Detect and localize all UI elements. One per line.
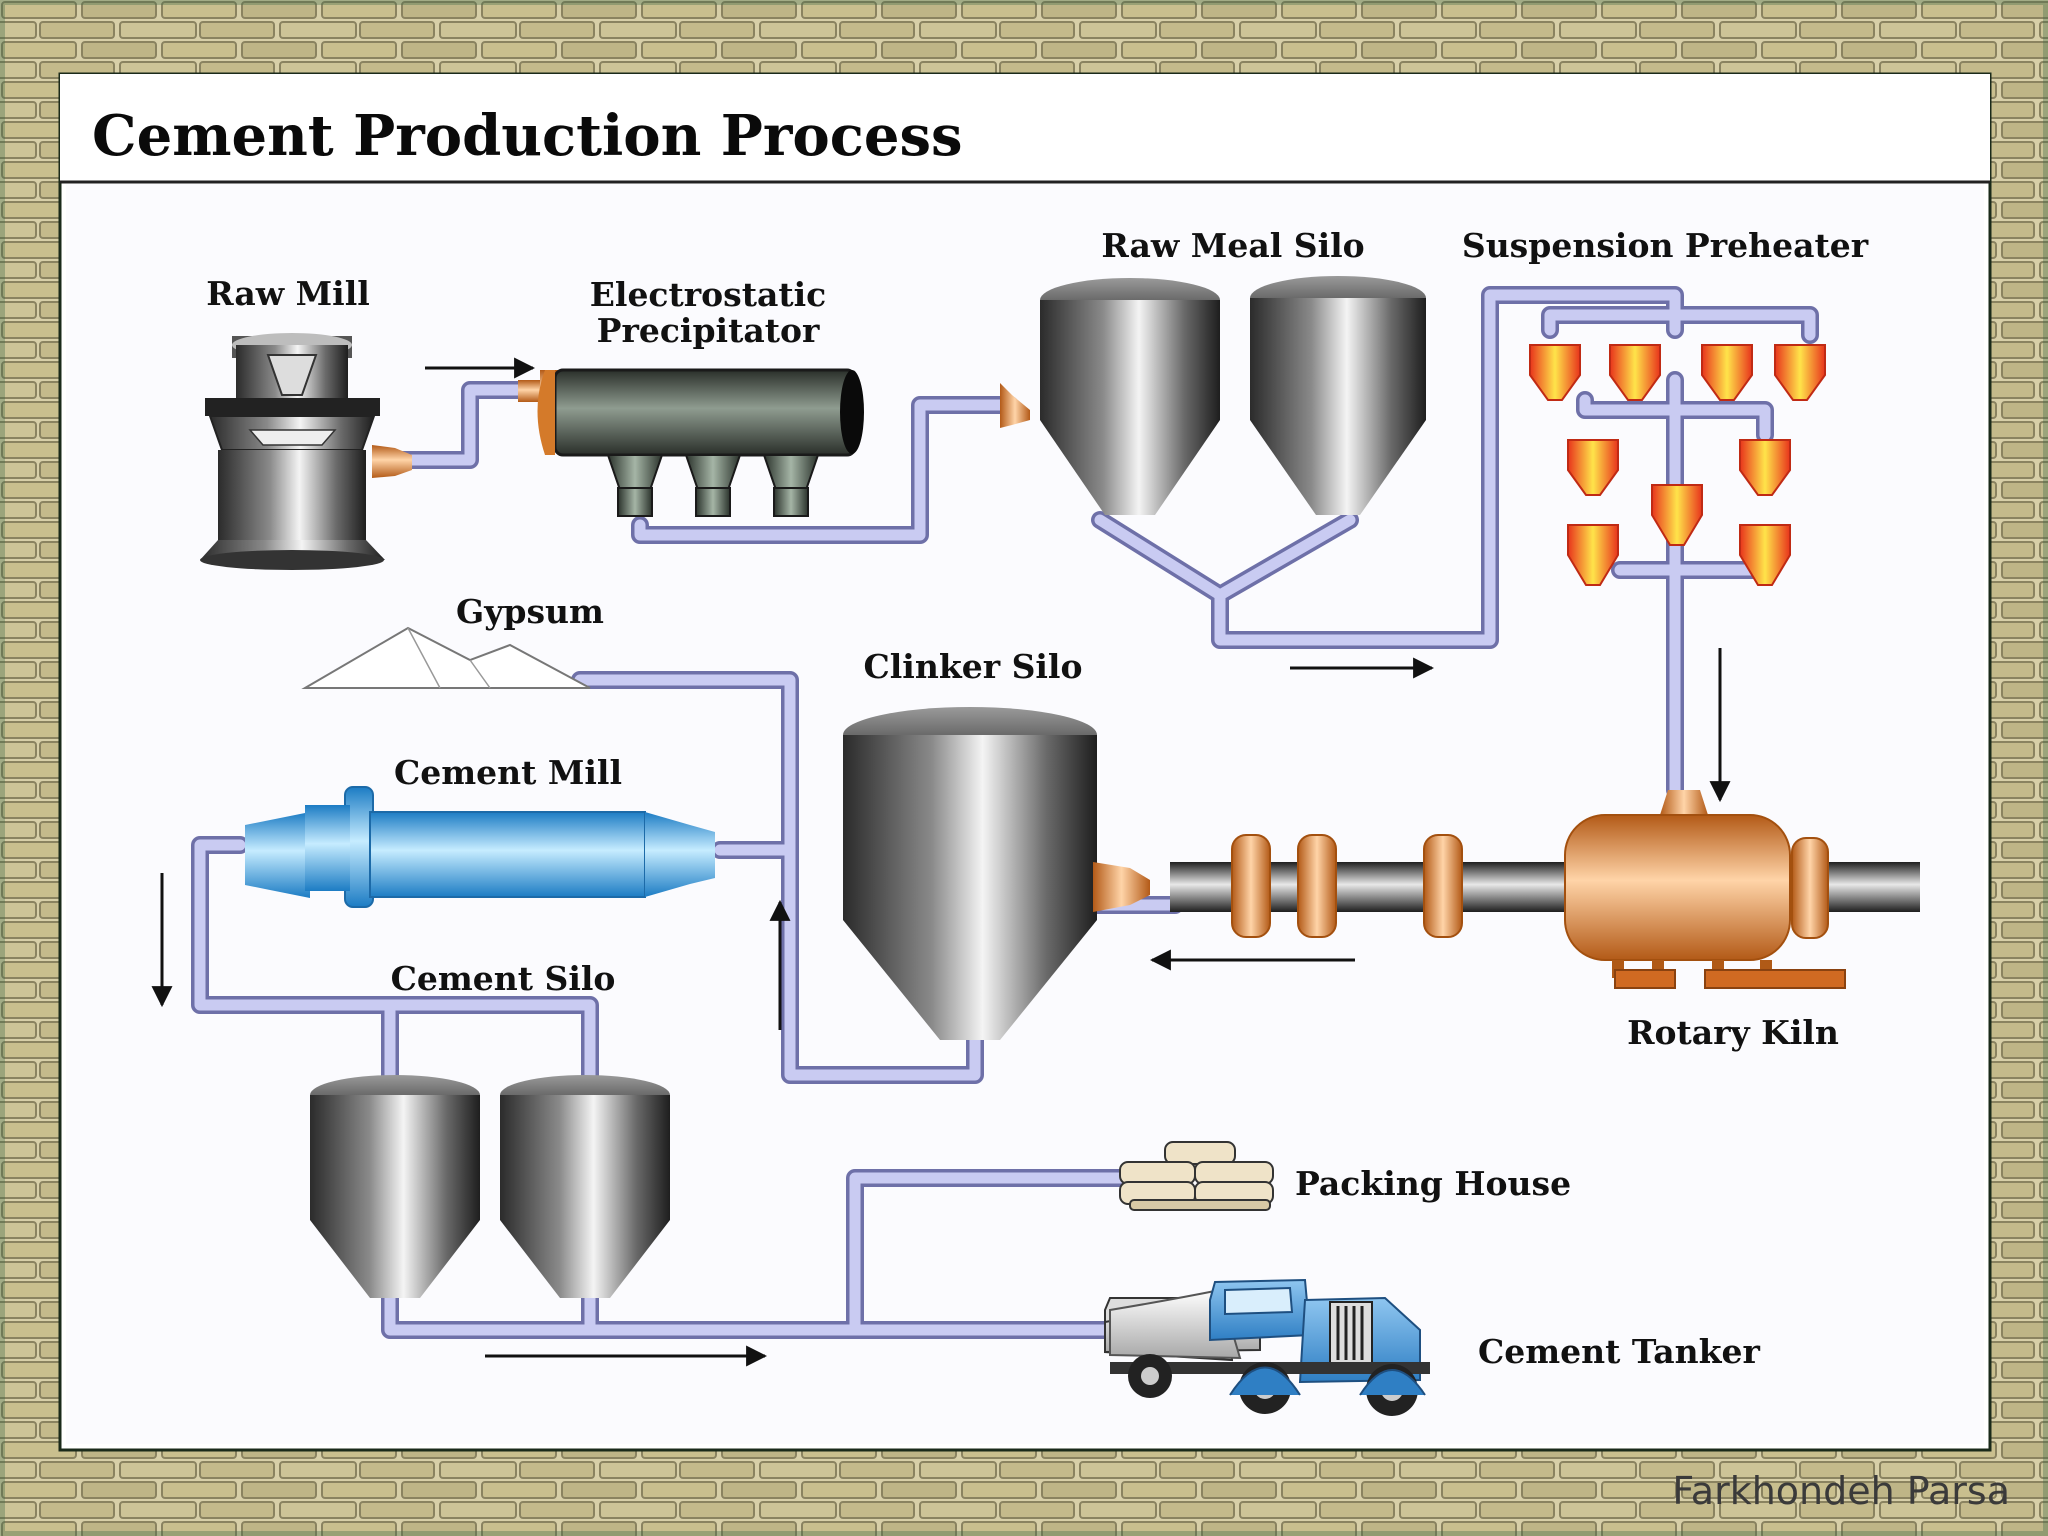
cyclone-row-1 (1529, 344, 1826, 401)
packing-house-bags (1119, 1141, 1274, 1211)
label-precipitator-1: Electrostatic (590, 275, 827, 314)
raw-mill (200, 333, 412, 570)
slide-title: Cement Production Process (92, 103, 963, 169)
label-raw-mill: Raw Mill (206, 274, 370, 313)
electrostatic-precipitator (518, 368, 864, 517)
label-raw-meal-silo: Raw Meal Silo (1101, 226, 1364, 265)
label-gypsum: Gypsum (456, 592, 604, 631)
label-suspension-preheater: Suspension Preheater (1462, 226, 1869, 265)
label-cement-silo: Cement Silo (391, 959, 616, 998)
pipe-network (191, 286, 1819, 1339)
cyclone-row-2 (1567, 439, 1791, 496)
label-clinker-silo: Clinker Silo (864, 647, 1083, 686)
component-labels: Raw Mill Electrostatic Precipitator Raw … (206, 226, 1869, 1371)
cement-mill (245, 786, 715, 908)
gypsum-pile (301, 626, 591, 689)
flow-arrows (151, 357, 1731, 1367)
rotary-kiln (1170, 790, 1920, 989)
suspension-preheater (1529, 344, 1826, 586)
cement-tanker (1104, 1278, 1430, 1416)
cyclone-row-3 (1567, 484, 1791, 586)
label-cement-tanker: Cement Tanker (1478, 1332, 1761, 1371)
label-precipitator-2: Precipitator (597, 311, 820, 350)
label-rotary-kiln: Rotary Kiln (1627, 1013, 1839, 1052)
label-cement-mill: Cement Mill (394, 753, 622, 792)
cement-silos (310, 1075, 670, 1298)
clinker-silo (843, 707, 1150, 1040)
label-packing-house: Packing House (1295, 1164, 1571, 1203)
title-bar (60, 74, 1990, 182)
credit-text: Farkhondeh Parsa (1672, 1469, 2010, 1513)
raw-meal-silos (1000, 276, 1426, 515)
